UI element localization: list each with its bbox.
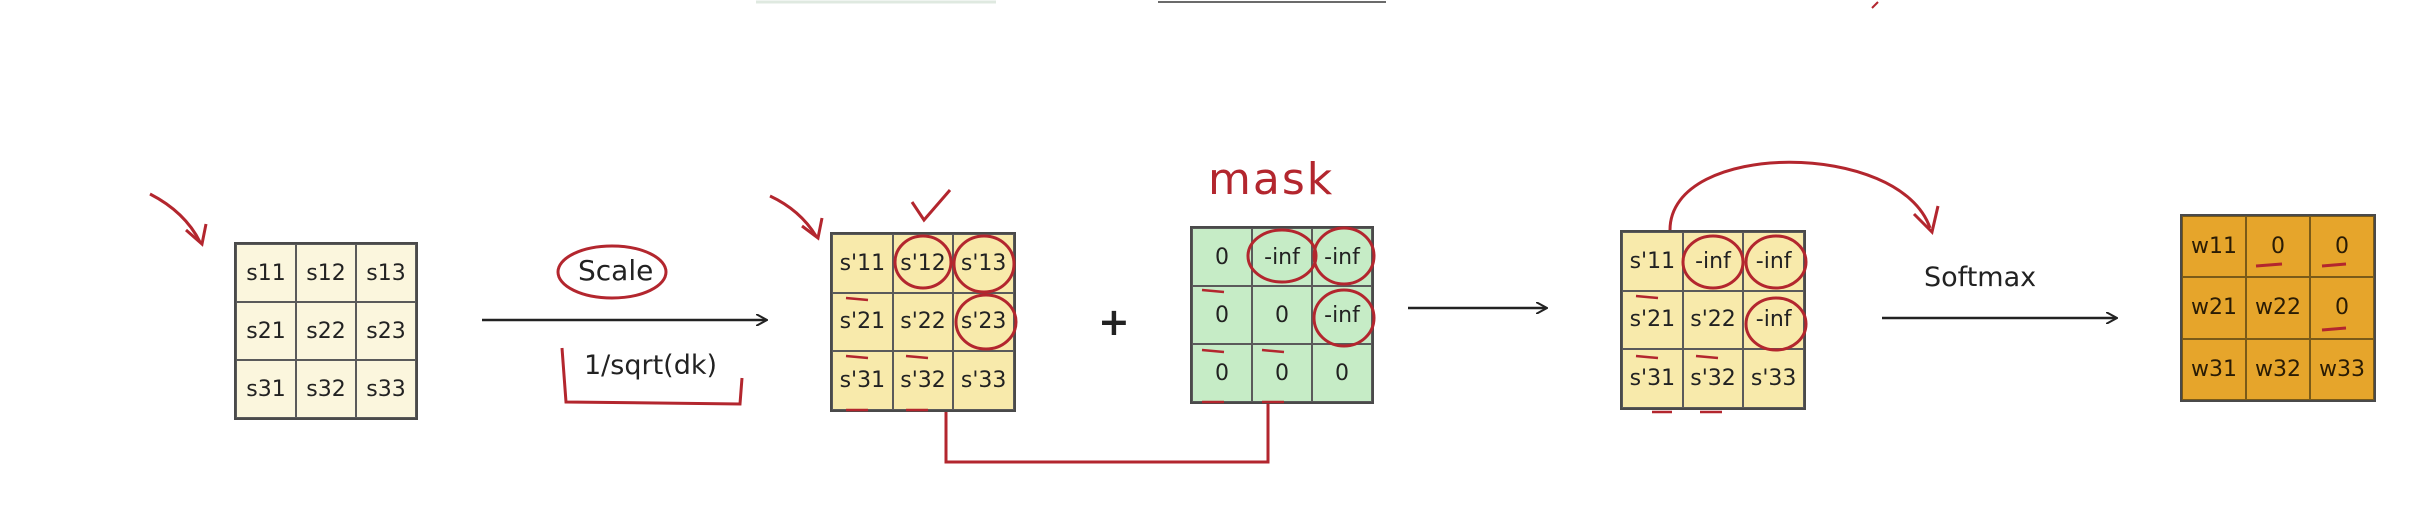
matrix-cell: s'11: [1622, 232, 1683, 291]
matrix-cell: s22: [296, 302, 356, 360]
scaled-matrix: s'11 s'12 s'13 s'21 s'22 s'23 s'31 s'32 …: [830, 232, 1016, 412]
matrix-cell: 0: [2310, 216, 2374, 278]
matrix-cell: w32: [2246, 338, 2310, 400]
matrix-cell: 0: [2310, 277, 2374, 339]
scale-formula: 1/sqrt(dk): [584, 350, 718, 381]
matrix-cell: -inf: [1743, 290, 1804, 350]
matrix-cell: 0: [1192, 344, 1252, 402]
matrix-cell: w21: [2182, 277, 2246, 339]
matrix-cell: w11: [2182, 216, 2246, 278]
matrix-cell: s13: [356, 244, 416, 302]
scale-circle: [556, 244, 668, 300]
masked-scores-matrix: s'11 -inf -inf s'21 s'22 -inf s'31 s'32 …: [1620, 230, 1806, 410]
curved-arrow-head: [1912, 205, 1940, 235]
matrix-cell: w33: [2310, 338, 2374, 400]
matrix-cell: s'32: [1682, 349, 1744, 408]
top-remnant-mark: [1871, 1, 1879, 9]
matrix-cell: s33: [356, 360, 416, 418]
mask-title: mask: [1208, 154, 1335, 205]
matrix-cell: s'22: [1682, 290, 1744, 350]
matrix-cell: s'33: [1743, 349, 1804, 408]
matrix-cell: s12: [296, 244, 356, 302]
matrix-cell: 0: [1312, 344, 1372, 402]
matrix-cell: s'21: [1622, 290, 1683, 350]
softmax-label: Softmax: [1924, 262, 2037, 293]
matrix-cell: 0: [2246, 216, 2310, 278]
matrix-cell: s21: [236, 302, 296, 360]
matrix-cell: -inf: [1312, 286, 1372, 344]
matrix-cell: -inf: [1252, 228, 1312, 286]
matrix-cell: s'32: [892, 351, 954, 410]
pointer-arrow-icon: [769, 194, 818, 237]
matrix-cell: s'13: [953, 234, 1014, 293]
matrix-cell: s'21: [832, 292, 893, 352]
attention-weights-matrix: w11 0 0 w21 w22 0 w31 w32 w33: [2180, 214, 2376, 402]
matrix-cell: s11: [236, 244, 296, 302]
matrix-cell: 0: [1252, 344, 1312, 402]
pointer-arrow-icon: [149, 192, 202, 243]
matrix-cell: 0: [1192, 228, 1252, 286]
matrix-cell: s'22: [892, 292, 954, 352]
pointer-arrow-icon: [801, 217, 824, 241]
matrix-cell: -inf: [1312, 228, 1372, 286]
sqrt-bracket: [560, 347, 744, 406]
check-mark-icon: [910, 189, 952, 223]
scale-label: Scale: [578, 254, 654, 287]
matrix-cell: s'33: [953, 351, 1014, 410]
pointer-arrow-icon: [185, 223, 208, 247]
matrix-cell: -inf: [1682, 232, 1744, 291]
matrix-cell: w31: [2182, 338, 2246, 400]
plus-sign: +: [1098, 300, 1130, 344]
matrix-cell: s'31: [1622, 349, 1683, 408]
matrix-cell: 0: [1192, 286, 1252, 344]
connector-bracket: [944, 404, 1270, 464]
curved-arrow: [1668, 160, 1932, 231]
matrix-cell: s32: [296, 360, 356, 418]
mask-matrix: 0 -inf -inf 0 0 -inf 0 0 0: [1190, 226, 1374, 404]
matrix-cell: w22: [2246, 277, 2310, 339]
matrix-cell: s23: [356, 302, 416, 360]
matrix-cell: -inf: [1743, 232, 1804, 291]
matrix-cell: s'31: [832, 351, 893, 410]
matrix-cell: 0: [1252, 286, 1312, 344]
matrix-cell: s'11: [832, 234, 893, 293]
scores-matrix: s11 s12 s13 s21 s22 s23 s31 s32 s33: [234, 242, 418, 420]
matrix-cell: s31: [236, 360, 296, 418]
matrix-cell: s'12: [892, 234, 954, 293]
matrix-cell: s'23: [953, 292, 1014, 352]
